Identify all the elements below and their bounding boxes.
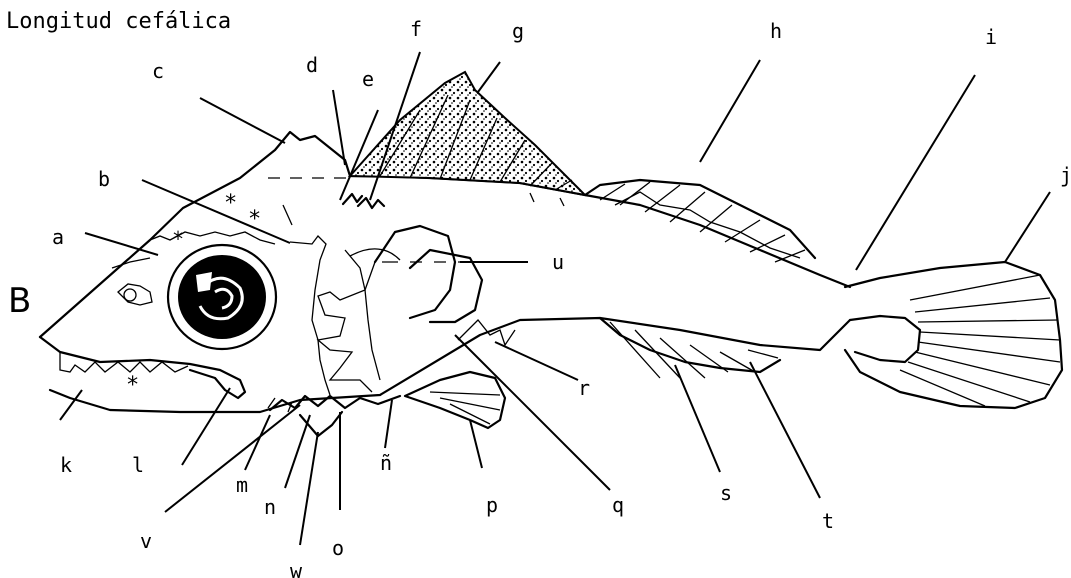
label-l: l <box>132 453 144 477</box>
label-u: u <box>552 250 564 274</box>
label-c: c <box>152 59 164 83</box>
label-m: m <box>236 473 248 497</box>
svg-text:*: * <box>224 191 237 216</box>
label-j: j <box>1060 163 1071 187</box>
view-letter: B <box>8 281 31 321</box>
label-k: k <box>60 453 72 477</box>
label-enye: ñ <box>380 451 392 475</box>
label-i: i <box>985 25 997 49</box>
label-p: p <box>486 493 498 517</box>
eye <box>168 245 276 349</box>
label-v: v <box>140 529 152 553</box>
label-q: q <box>612 493 624 517</box>
svg-text:*: * <box>172 227 184 251</box>
spinous-dorsal-fin <box>350 72 585 195</box>
diagram-title: Longitud cefálica <box>6 9 231 34</box>
label-f: f <box>410 17 422 41</box>
label-n: n <box>264 495 276 519</box>
label-t: t <box>822 509 834 533</box>
svg-text:*: * <box>126 373 139 398</box>
label-r: r <box>578 376 590 400</box>
pectoral-fin <box>375 226 494 322</box>
label-g: g <box>512 19 524 43</box>
label-h: h <box>770 19 782 43</box>
label-s: s <box>720 481 732 505</box>
label-b: b <box>98 167 110 191</box>
caudal-fin <box>845 262 1062 408</box>
label-e: e <box>362 67 374 91</box>
label-o: o <box>332 536 344 560</box>
label-d: d <box>306 53 318 77</box>
label-a: a <box>52 225 64 249</box>
pelvic-fin <box>405 372 505 428</box>
label-w: w <box>290 559 303 578</box>
soft-dorsal-fin <box>585 180 815 262</box>
